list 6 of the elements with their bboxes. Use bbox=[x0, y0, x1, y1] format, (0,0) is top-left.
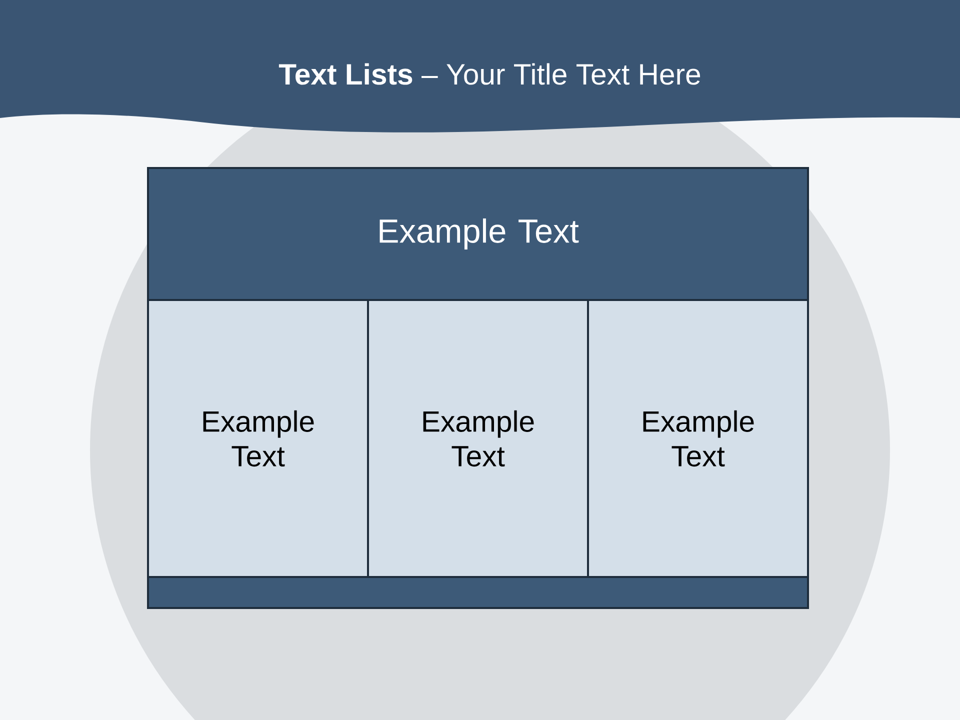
table-cell: Example Text bbox=[587, 299, 809, 578]
table-header: Example Text bbox=[147, 167, 809, 301]
table-cell: Example Text bbox=[367, 299, 589, 578]
table-cell: Example Text bbox=[147, 299, 369, 578]
slide-title: Text Lists – Your Title Text Here bbox=[278, 63, 700, 85]
footer-bar bbox=[147, 576, 809, 609]
